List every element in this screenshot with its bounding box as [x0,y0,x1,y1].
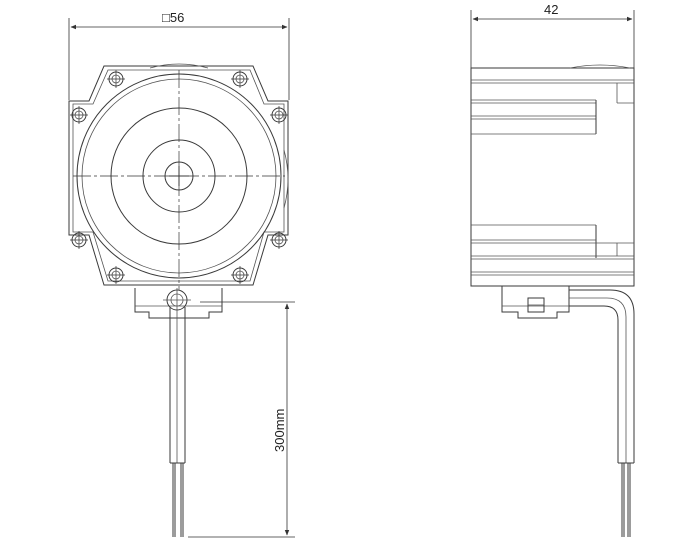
front-view: □56 [68,10,295,538]
width-dimension: □56 [68,10,290,100]
motor-flange [68,65,289,286]
cooling-fins-top [471,79,634,135]
mounting-hole-mid-left-top [70,106,88,124]
side-view: 42 [470,2,635,537]
mounting-hole-bottom-left [107,266,125,284]
cable-connector-block [134,288,223,319]
mounting-hole-top-left [107,70,125,88]
mounting-hole-mid-right-top [270,106,288,124]
mounting-hole-mid-right-bottom [270,231,288,249]
mounting-holes [70,70,288,284]
lead-cable [169,307,186,537]
side-lead-cable [569,289,635,537]
lead-length-dimension: 300mm [188,301,295,538]
mounting-hole-mid-left-bottom [70,231,88,249]
cooling-fins-bottom [471,224,634,276]
lead-length-label: 300mm [272,409,287,452]
side-motor-body [470,67,635,287]
side-connector-block [501,286,570,319]
depth-dimension-label: 42 [544,2,558,17]
mounting-hole-top-right [231,70,249,88]
depth-dimension: 42 [470,2,635,68]
width-dimension-label: □56 [162,10,184,25]
mounting-hole-bottom-right [231,266,249,284]
